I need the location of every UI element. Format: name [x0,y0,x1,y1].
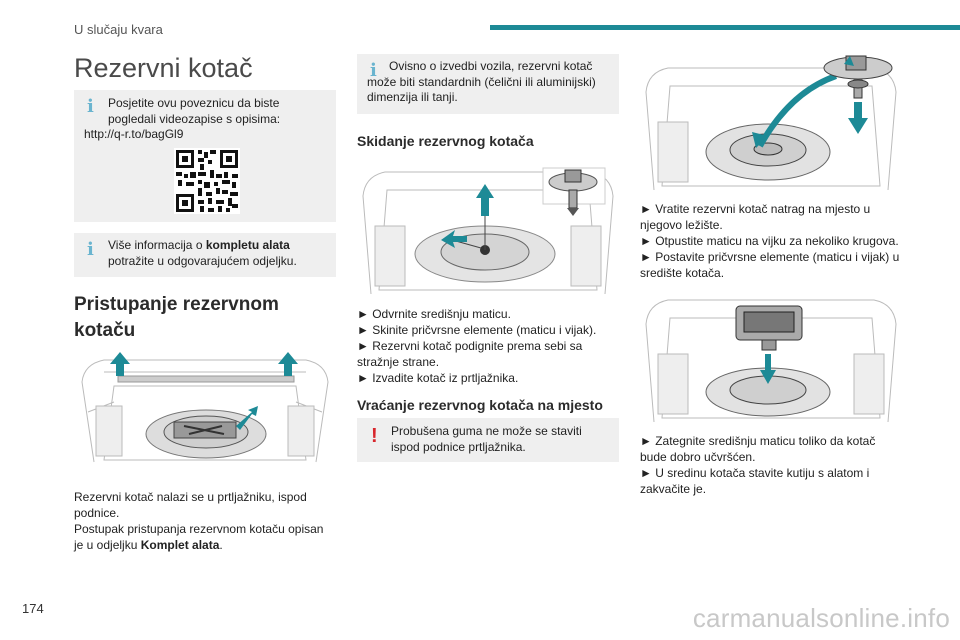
info-icon: i [370,60,377,81]
wheel-return-illustration [640,52,902,192]
info-note-text: Posjetite ovu poveznicu da biste pogleda… [108,96,281,126]
paragraph-text: . [219,538,223,552]
warning-text: Probušena guma ne može se staviti ispod … [391,424,582,454]
note-text: potražite u odgovarajućem odjeljku. [108,253,297,268]
step-item: ► Izvadite kotač iz prtljažnika. [357,371,519,385]
paragraph: Postupak pristupanja rezervnom kotaču op… [74,521,336,553]
step-item: ► U sredinu kotača stavite kutiju s alat… [640,466,870,496]
section-reference: Komplet alata [140,538,220,552]
info-note-tools: i Više informacija o kompletu alata potr… [74,233,336,277]
qr-code-icon[interactable] [174,148,240,214]
header-accent-bar [490,25,960,30]
info-icon: i [87,239,94,260]
step-item: ► Odvrnite središnju maticu. [357,307,511,321]
info-icon: i [87,96,94,117]
trunk-access-illustration [74,342,336,472]
paragraph-text: Postupak pristupanja rezervnom kotaču op… [74,522,324,552]
access-description: Rezervni kotač nalazi se u prtljažniku, … [74,489,336,553]
video-link[interactable]: http://q-r.to/bagGl9 [84,127,184,141]
step-item: ► Rezervni kotač podignite prema sebi sa… [357,339,583,369]
spare-wheel-bolt-detail [542,167,606,216]
running-header: U slučaju kvara [74,22,163,37]
spare-wheel-bolt-detail [823,55,893,99]
info-note-video: i Posjetite ovu poveznicu da biste pogle… [74,90,336,222]
paragraph: Rezervni kotač nalazi se u prtljažniku, … [74,490,307,520]
step-item: ► Zategnite središnju maticu toliko da k… [640,434,876,464]
warning-icon: ! [371,425,378,447]
note-bold-text: kompletu alata [205,238,290,252]
return-steps-b: ► Zategnite središnju maticu toliko da k… [640,433,902,497]
note-text: Više informacija o [108,238,206,252]
step-item: ► Otpustite maticu na vijku za nekoliko … [640,234,899,248]
info-note-wheel-size: i Ovisno o izvedbi vozila, rezervni kota… [357,54,619,114]
page-number: 174 [22,601,44,616]
section-heading-access: Pristupanje rezervnom kotaču [74,292,279,344]
section-heading-return: Vraćanje rezervnog kotača na mjesto [357,397,603,413]
section-heading-remove: Skidanje rezervnog kotača [357,133,534,149]
removal-steps: ► Odvrnite središnju maticu. ► Skinite p… [357,306,619,386]
warning-note: ! Probušena guma ne može se staviti ispo… [357,418,619,462]
step-item: ► Skinite pričvrsne elemente (maticu i v… [357,323,597,337]
return-steps-a: ► Vratite rezervni kotač natrag na mjest… [640,201,902,281]
step-item: ► Vratite rezervni kotač natrag na mjest… [640,202,871,232]
watermark: carmanualsonline.info [692,603,950,633]
wheel-removal-illustration [357,156,619,296]
toolkit-placement-illustration [640,284,902,424]
heading-line: Pristupanje rezervnom [74,294,279,315]
step-item: ► Postavite pričvrsne elemente (maticu i… [640,250,900,280]
page-title: Rezervni kotač [74,53,253,83]
note-text: Ovisno o izvedbi vozila, rezervni kotač … [367,59,596,104]
heading-line: kotaču [74,320,136,341]
